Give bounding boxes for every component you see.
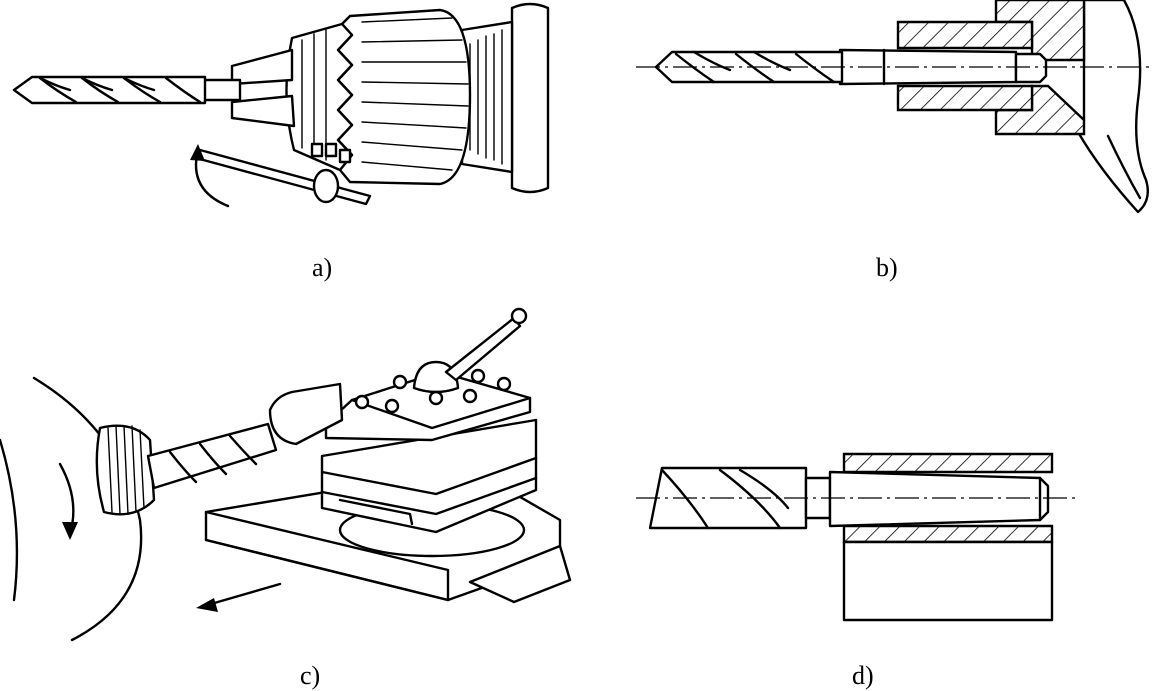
panel-a-caption: a) [312,253,332,282]
panel-c-taper-sleeve [268,382,344,446]
panel-c-lever-knob [510,307,528,325]
panel-d-tailstock-base [842,540,1054,622]
panel-a: a) [12,2,550,282]
panel-a-chuck-body [336,8,472,186]
panel-c-clamp-lever [444,316,522,382]
panel-c-caption: c) [300,661,320,690]
panel-c-clamp-screws [354,368,512,414]
panel-a-jaw-lower [230,94,296,128]
panel-d-tang [1038,476,1050,522]
panel-b-spindle-curve [1106,134,1142,200]
panel-a-jaw-upper [230,48,294,86]
panel-c-feed-arrow [202,582,282,608]
panel-c-slide-edge [204,510,450,602]
panel-b-sleeve-lower [896,84,1034,112]
panel-d: d) [636,452,1078,690]
panel-c-collar-knurl [107,425,145,515]
panel-c-drill-bit [146,422,278,490]
panel-c-faceplate-inner [0,438,19,602]
panel-c-feed-arrowhead [196,598,218,612]
panel-d-sleeve-lower [842,524,1054,544]
panel-a-chuck-grip-lines [361,17,469,171]
panel-c-drill-flutes [168,434,258,484]
panel-b-tang [1014,52,1048,84]
panel-d-sleeve-upper [842,452,1054,474]
panel-c-compound-slide [320,418,538,534]
panel-a-rotation-arrowhead [190,144,205,161]
panel-c-slide-rail [468,544,572,604]
panel-b-drill-flutes [674,50,836,84]
panel-a-headstock-plate [510,2,550,194]
panel-c-faceplate-outer [32,376,143,642]
panel-b-sleeve-upper [896,20,1034,50]
panel-d-taper-shank [828,470,1042,528]
panel-d-drill-flutes [660,468,790,530]
panel-b: b) [636,0,1150,282]
panel-c-rotation-arrowhead [62,522,78,540]
panel-a-chuck-key-gear [310,142,352,164]
panel-b-caption: b) [876,253,898,282]
panel-d-caption: d) [852,661,874,690]
panel-b-spindle-body [1076,0,1149,214]
panel-a-drill-flutes [38,76,202,104]
panel-a-chuck-nose-lines [301,29,327,161]
panel-a-chuck-key-pinion [312,168,340,204]
panel-c-slide-lines [320,456,538,526]
panel-c: c) [0,307,572,690]
